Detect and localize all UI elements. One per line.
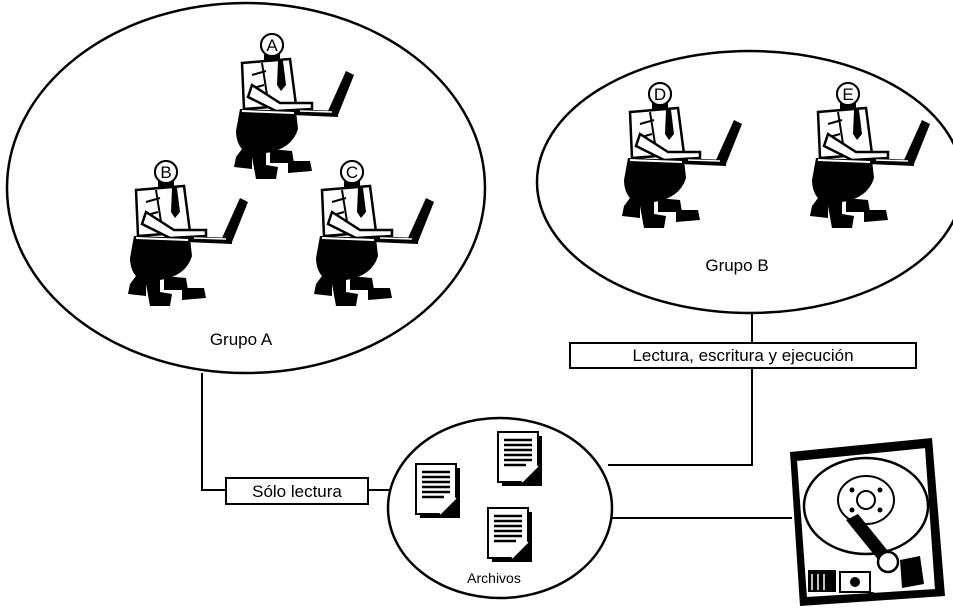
group-a-label: Grupo A	[210, 330, 273, 349]
user-label-c: C	[346, 163, 358, 182]
group-a-circle	[5, 1, 487, 375]
connector-lines	[201, 313, 792, 519]
user-label-e: E	[842, 85, 853, 104]
user-label-b: B	[160, 163, 171, 182]
document-icon	[496, 430, 544, 488]
permission-read-only-label: Sólo lectura	[252, 482, 342, 501]
permission-read-only: Sólo lectura	[225, 477, 369, 505]
permission-read-write-execute: Lectura, escritura y ejecución	[569, 342, 917, 369]
group-b: D E Grupo B	[535, 49, 953, 315]
document-icon	[486, 506, 534, 564]
user-label-a: A	[266, 36, 278, 55]
user-d: D	[620, 81, 744, 230]
group-a: A B C Grupo A	[5, 1, 487, 375]
files-label: Archivos	[467, 570, 521, 586]
document-icon	[414, 462, 462, 520]
user-c: C	[312, 159, 436, 308]
permission-read-write-execute-label: Lectura, escritura y ejecución	[632, 346, 853, 365]
user-a: A	[232, 32, 356, 181]
group-b-label: Grupo B	[705, 256, 768, 275]
user-e: E	[808, 81, 932, 230]
hard-disk-icon	[790, 438, 945, 606]
user-b: B	[126, 159, 250, 308]
files: Archivos	[386, 416, 614, 600]
user-label-d: D	[654, 85, 666, 104]
